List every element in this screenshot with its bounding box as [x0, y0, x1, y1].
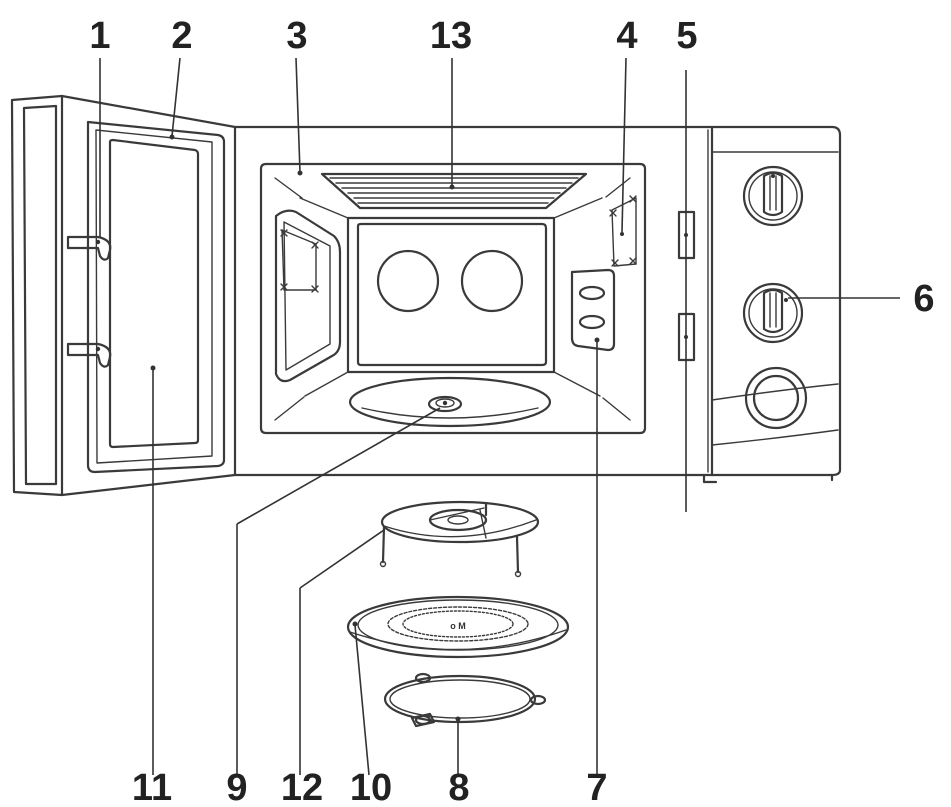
power-knob	[742, 282, 804, 344]
leader-lines	[99, 57, 900, 776]
label-5: 5	[676, 15, 697, 57]
coupler	[427, 395, 463, 413]
label-3: 3	[286, 15, 307, 57]
mica-plate	[609, 195, 637, 267]
svg-text:o M: o M	[450, 621, 466, 631]
door-hooks	[66, 235, 112, 368]
label-4: 4	[616, 15, 637, 57]
glass-tray: o M	[346, 595, 570, 659]
label-9: 9	[226, 767, 247, 807]
label-10: 10	[350, 767, 392, 807]
rotating-ring	[383, 672, 547, 728]
label-6: 6	[913, 278, 934, 320]
door-frame	[86, 120, 226, 474]
label-1: 1	[89, 15, 110, 57]
label-7: 7	[586, 767, 607, 807]
door	[10, 94, 237, 497]
cavity	[259, 162, 647, 435]
door-release-button	[744, 366, 808, 430]
safety-interlock	[570, 268, 616, 352]
number-labels: 1 2 3 13 4 5 6 11 9 12 10 8 7	[89, 15, 934, 807]
cabinet	[233, 125, 714, 477]
label-8: 8	[448, 767, 469, 807]
label-2: 2	[171, 15, 192, 57]
label-12: 12	[281, 767, 323, 807]
door-window	[108, 138, 200, 449]
control-panel	[702, 125, 842, 484]
grill-heater	[320, 172, 588, 210]
timer-knob	[742, 165, 804, 227]
label-11: 11	[132, 767, 172, 807]
roller-support	[379, 500, 540, 578]
label-13: 13	[430, 15, 472, 57]
